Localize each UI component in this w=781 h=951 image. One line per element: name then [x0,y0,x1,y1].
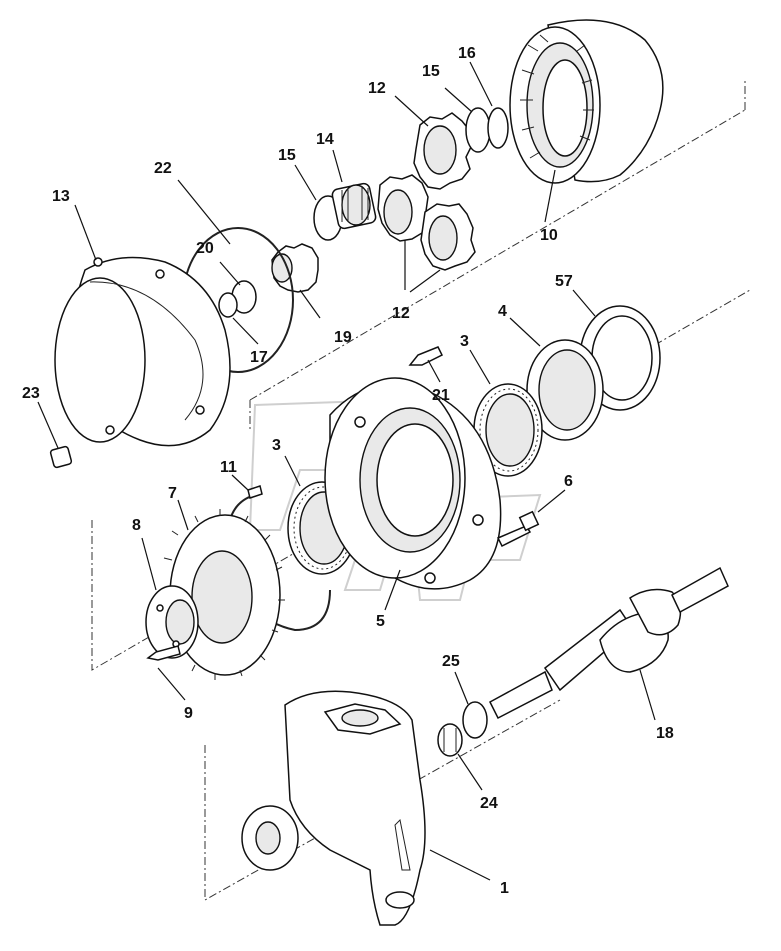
gear-7 [162,499,285,680]
callout-22: 22 [154,160,172,177]
planet-gear-12-right [404,203,476,293]
splined-sleeve-19 [271,243,321,319]
callout-6: 6 [564,473,573,490]
callout-13: 13 [52,188,70,205]
callout-11: 11 [220,459,237,476]
callout-14: 14 [316,131,334,148]
callout-20: 20 [196,240,214,257]
lower-plane [204,699,561,901]
ring-gear-10 [509,19,664,223]
callout-3b: 3 [272,437,281,454]
callout-4: 4 [498,303,507,320]
bolt-21 [408,346,444,383]
callout-5: 5 [376,613,385,630]
wheel-hub-5 [324,377,502,611]
callout-12a: 12 [368,80,386,97]
callout-21: 21 [432,387,450,404]
callout-16: 16 [458,45,476,62]
bearing-3-right [469,349,543,477]
needle-bearing-14 [294,149,377,241]
callout-3a: 3 [460,333,469,350]
callout-15a: 15 [278,147,296,164]
hub-cover-13 [54,204,231,447]
steering-knuckle-1 [241,690,491,926]
needle-bearing-24 [437,723,483,791]
planet-gear-12-left [377,174,431,242]
seal-25 [454,671,488,739]
callout-17: 17 [250,349,268,366]
bolt-9 [146,645,186,701]
callout-9: 9 [184,705,193,722]
callout-23: 23 [22,385,40,402]
callout-1: 1 [500,880,509,897]
flange-8 [141,537,199,659]
planet-gear-12-top [394,95,473,190]
callout-15b: 15 [422,63,440,80]
upper-plane [249,80,746,430]
callout-25: 25 [442,653,460,670]
callout-12b: 12 [392,305,410,322]
callout-8: 8 [132,517,141,534]
callout-18: 18 [656,725,674,742]
plug-23 [37,401,73,469]
snap-rings-15-16 [444,61,509,153]
callout-7: 7 [168,485,177,502]
ring-4 [509,317,604,441]
callout-57: 57 [555,273,573,290]
callout-10: 10 [540,227,558,244]
callout-19: 19 [334,329,352,346]
drive-shaft-18 [489,566,729,721]
callout-24: 24 [480,795,498,812]
stud-6 [496,489,566,548]
callouts: 1 3 3 4 5 6 7 8 9 10 11 12 12 13 14 15 1… [22,45,674,897]
